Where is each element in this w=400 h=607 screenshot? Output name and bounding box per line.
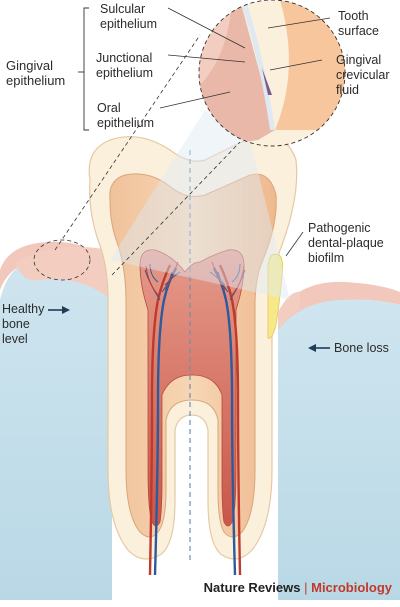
credit-separator: | <box>304 580 308 595</box>
zoom-source-ellipse <box>33 239 91 281</box>
label-gingival-epithelium: Gingival epithelium <box>6 58 65 88</box>
label-tooth-surface: Tooth surface <box>338 9 379 38</box>
gingiva-left <box>15 246 112 300</box>
bone-loss-arrow <box>308 344 330 352</box>
label-oral: Oral epithelium <box>97 101 154 130</box>
label-plaque: Pathogenic dental-plaque biofilm <box>308 221 387 265</box>
vein-right <box>212 267 237 576</box>
label-gingival-fluid: Gingival crevicular fluid <box>336 53 393 97</box>
artery-right <box>218 264 242 576</box>
bone-right <box>278 298 400 600</box>
healthy-bone-arrow <box>48 306 70 314</box>
zoom-circle <box>198 0 346 147</box>
credit-section: Microbiology <box>311 580 392 595</box>
label-bone-loss: Bone loss <box>334 341 389 355</box>
zoom-detail <box>199 0 345 146</box>
label-junctional: Junctional epithelium <box>96 51 156 80</box>
zoom-cone <box>110 110 290 300</box>
label-healthy-bone: Healthy bone level <box>2 302 48 346</box>
artery-left <box>148 264 172 576</box>
plaque-biofilm <box>267 253 283 339</box>
journal-credit: Nature Reviews | Microbiology <box>0 580 392 595</box>
gingival-bracket <box>83 7 89 131</box>
label-sulcular: Sulcular epithelium <box>100 2 157 31</box>
bone <box>0 255 112 600</box>
credit-journal: Nature Reviews <box>203 580 301 595</box>
vein-left <box>153 267 178 576</box>
